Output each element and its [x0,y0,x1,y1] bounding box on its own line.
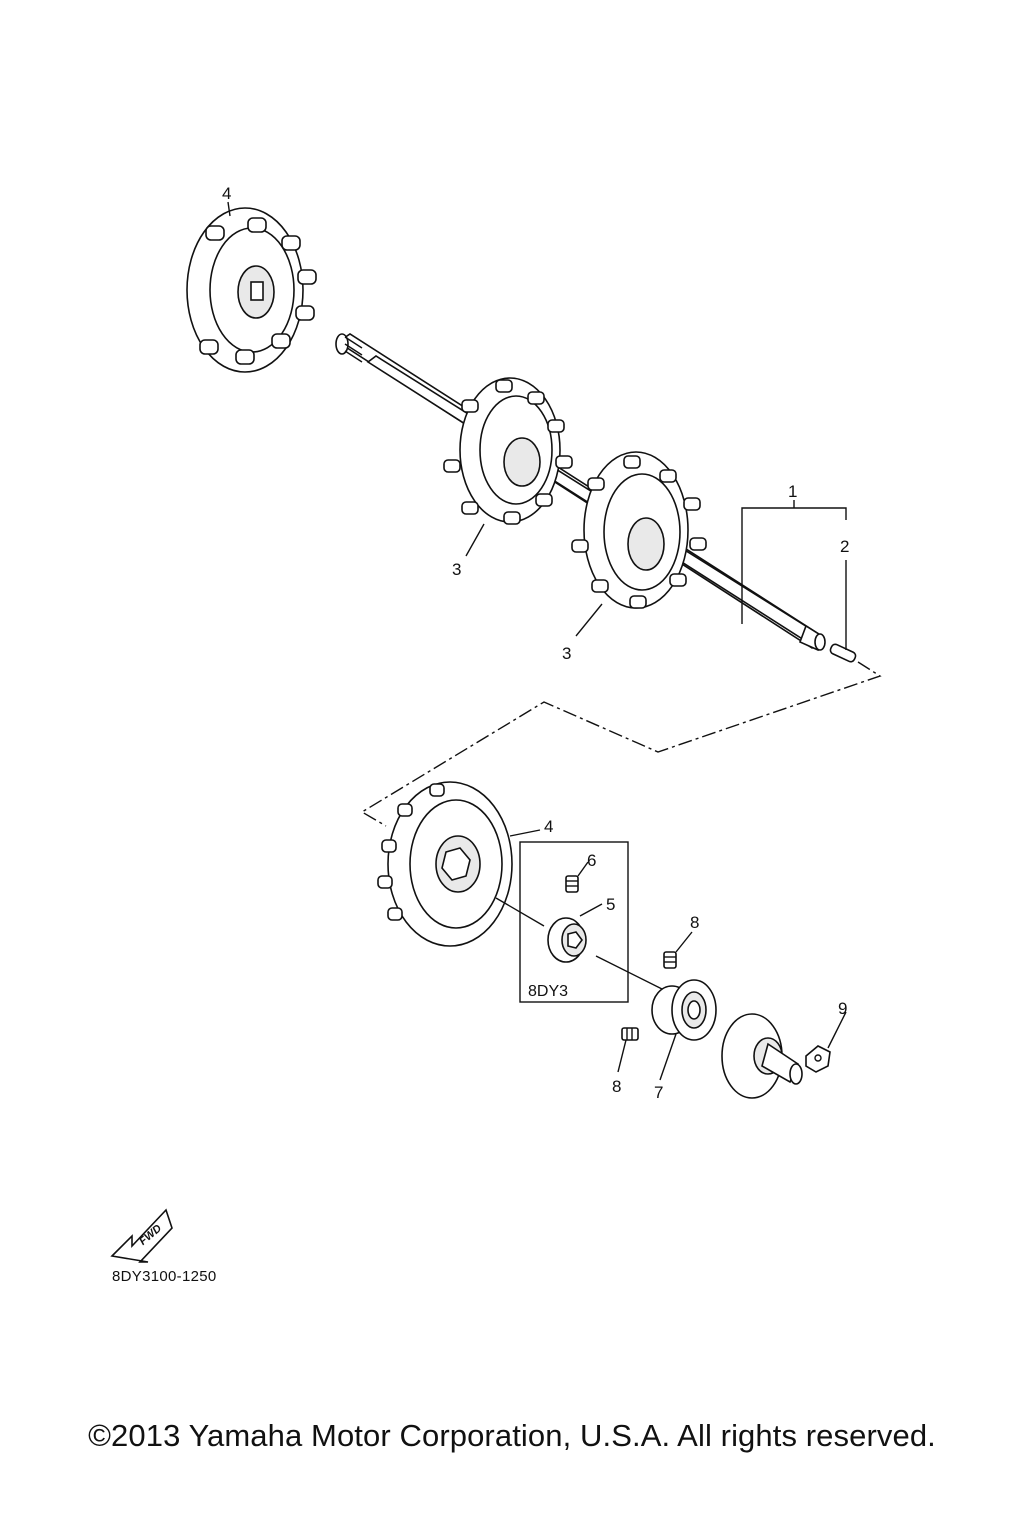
callout-5: 5 [606,895,615,914]
callout-8-lower: 8 [612,1077,621,1096]
callout-6: 6 [587,851,596,870]
sprocket-wheel-top-left [186,207,317,373]
callout-2: 2 [840,537,849,556]
set-screw-8-upper [663,951,677,969]
drive-shaft [335,333,826,652]
kit-box-8dy3: 8DY3 [519,841,629,1003]
forward-arrow-icon: FWD [110,1208,173,1263]
leader-lines [227,201,847,1081]
nut-9 [805,1045,831,1073]
callout-1: 1 [788,482,797,501]
copyright-notice: ©2013 Yamaha Motor Corporation, U.S.A. A… [88,1418,936,1453]
shaft-end-pin [829,643,857,663]
callout-9: 9 [838,999,847,1018]
kit-box-label: 8DY3 [528,983,568,1000]
callout-4-bottom: 4 [544,817,553,836]
diagram-code: 8DY3100-1250 [112,1268,217,1285]
callout-3-first: 3 [452,560,461,579]
callout-8-upper: 8 [690,913,699,932]
callout-4-top: 4 [222,184,231,203]
set-screw-6 [565,875,579,893]
sprocket-middle-1 [443,377,573,525]
hub-flange [721,1013,803,1099]
sprocket-middle-2 [571,451,707,609]
callout-3-second: 3 [562,644,571,663]
connection-line [360,661,882,827]
idler-wheel-lower [377,781,513,947]
callout-7: 7 [654,1083,663,1102]
bearing-7 [651,979,717,1041]
set-screw-8-lower [621,1027,639,1041]
collar-5 [547,917,587,963]
